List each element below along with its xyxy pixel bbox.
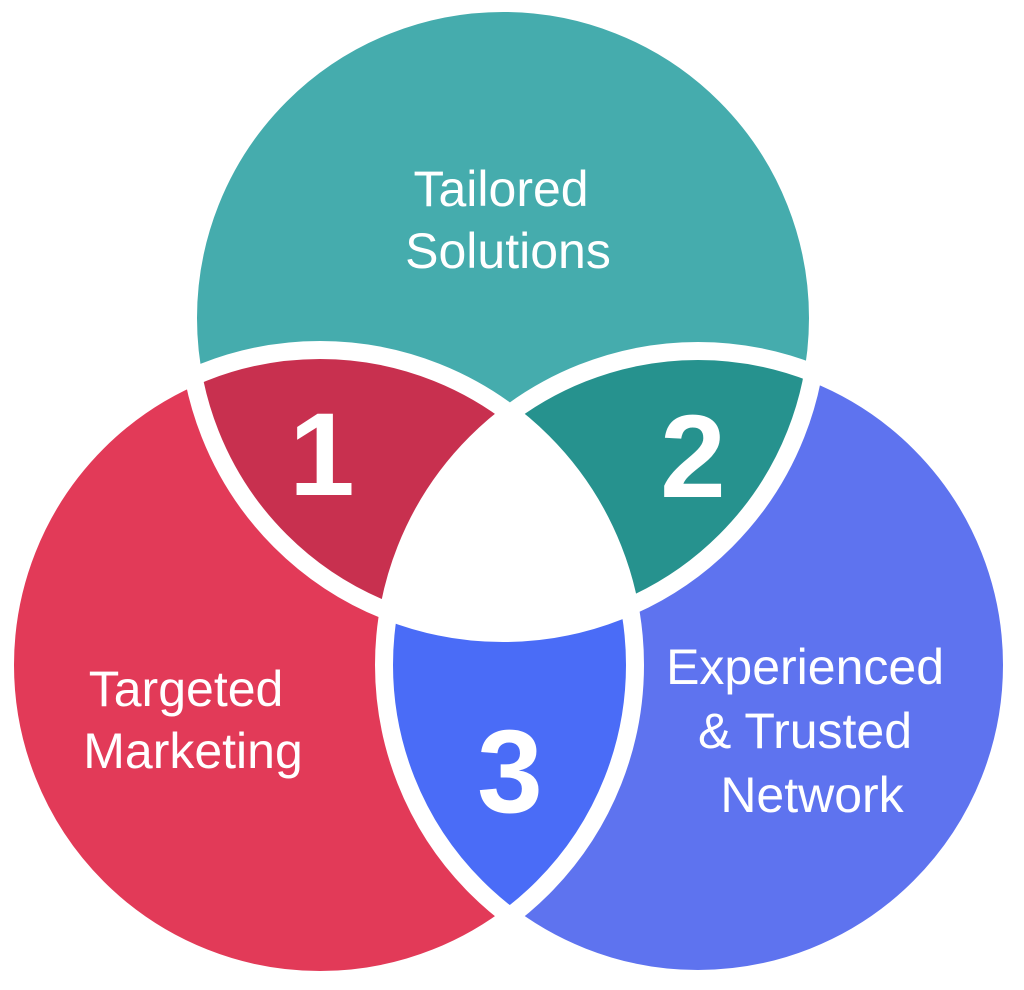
number-1: 1: [289, 389, 355, 521]
label-tailored-solutions: Tailored Solutions: [405, 161, 611, 279]
number-2: 2: [660, 391, 726, 523]
label-line: Marketing: [83, 723, 303, 779]
label-experienced-network: Experienced & Trusted Network: [666, 639, 958, 823]
label-line: & Trusted: [698, 703, 912, 759]
label-line: Experienced: [666, 639, 944, 695]
label-line: Network: [720, 767, 904, 823]
label-line: Solutions: [405, 223, 611, 279]
label-targeted-marketing: Targeted Marketing: [83, 661, 303, 779]
number-3: 3: [477, 706, 543, 838]
label-line: Tailored: [413, 161, 588, 217]
label-line: Targeted: [89, 661, 284, 717]
center-region: [384, 351, 635, 633]
